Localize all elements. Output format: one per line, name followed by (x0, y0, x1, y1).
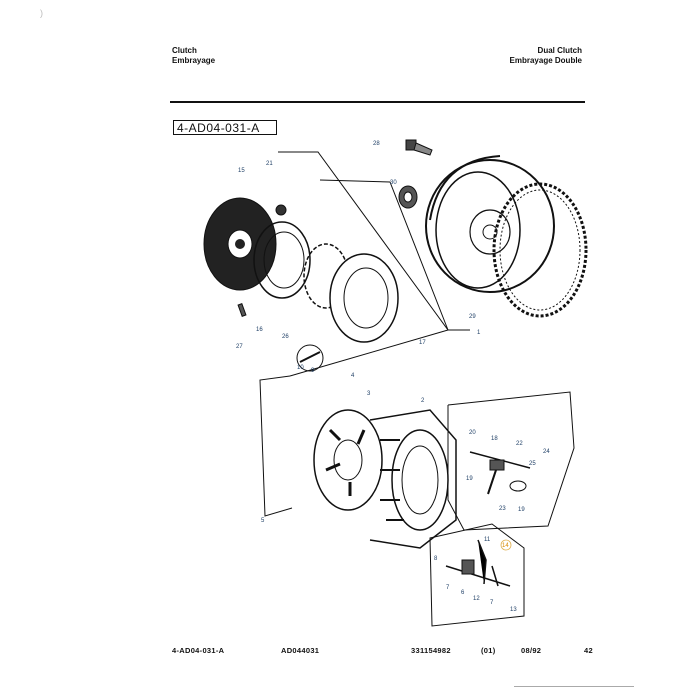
diagram-reference-box: 4-AD04-031-A (173, 120, 277, 135)
header-left-subtitle: Embrayage (172, 56, 216, 65)
header-left-title: Clutch (172, 46, 197, 55)
frame-line (319, 179, 449, 331)
callout-10: 10 (297, 365, 304, 371)
callout-22: 22 (516, 441, 523, 447)
callout-23: 23 (499, 506, 506, 512)
detail-circle (296, 344, 324, 372)
frame-line (429, 523, 525, 627)
pilot-bearing (398, 185, 418, 209)
header-rule (170, 101, 585, 103)
callout-24: 24 (543, 449, 550, 455)
callout-27: 27 (236, 344, 243, 350)
adjuster-detail (445, 539, 511, 587)
callout-16: 16 (256, 327, 263, 333)
clutch-assembly (313, 409, 457, 549)
friction-disc (203, 197, 277, 291)
callout-30: 30 (390, 180, 397, 186)
callout-2: 2 (421, 398, 425, 404)
callout-7b: 7 (490, 600, 494, 606)
frame-line (447, 391, 575, 531)
callout-11: 11 (484, 537, 491, 543)
ring-gear (492, 182, 588, 318)
frame-line (278, 151, 470, 331)
callout-7a: 7 (446, 585, 450, 591)
callout-8: 8 (434, 556, 438, 562)
small-bushing (275, 204, 287, 216)
footer-revision: (01) (481, 646, 496, 655)
callout-14: 14 (502, 543, 509, 549)
footer-code: AD044031 (281, 646, 320, 655)
callout-21: 21 (266, 161, 273, 167)
header-right: Dual Clutch Embrayage Double (510, 46, 582, 66)
footer-date: 08/92 (521, 646, 542, 655)
header-left: Clutch Embrayage (172, 46, 215, 66)
callout-28: 28 (373, 141, 380, 147)
release-lever-detail (469, 451, 531, 495)
callout-5: 5 (261, 518, 265, 524)
callout-3: 3 (367, 391, 371, 397)
pin (237, 303, 247, 317)
footer-part-number: 331154982 (411, 646, 451, 655)
callout-1: 1 (477, 330, 481, 336)
callout-9: 9 (311, 368, 315, 374)
bolt (405, 139, 433, 156)
callout-19b: 19 (518, 507, 525, 513)
callout-12: 12 (473, 596, 480, 602)
callout-20: 20 (469, 430, 476, 436)
callout-29: 29 (469, 314, 476, 320)
callout-19: 19 (466, 476, 473, 482)
callout-26: 26 (282, 334, 289, 340)
callout-6: 6 (461, 590, 465, 596)
corner-mark: ) (40, 8, 43, 18)
callout-17: 17 (419, 340, 426, 346)
frame-line (289, 329, 449, 377)
callout-4: 4 (351, 373, 355, 379)
intermediate-plate (329, 253, 399, 343)
footer-page-number: 42 (584, 646, 593, 655)
callout-18: 18 (491, 436, 498, 442)
callout-15: 15 (238, 168, 245, 174)
bottom-edge-line (514, 686, 634, 687)
footer-reference: 4-AD04-031-A (172, 646, 225, 655)
frame-line (259, 375, 293, 517)
header-right-title: Dual Clutch (537, 46, 582, 55)
highlight-ring (500, 539, 512, 551)
pressure-plate (253, 221, 311, 299)
header-right-subtitle: Embrayage Double (509, 56, 582, 65)
callout-13: 13 (510, 607, 517, 613)
callout-25: 25 (529, 461, 536, 467)
flywheel (425, 155, 555, 293)
